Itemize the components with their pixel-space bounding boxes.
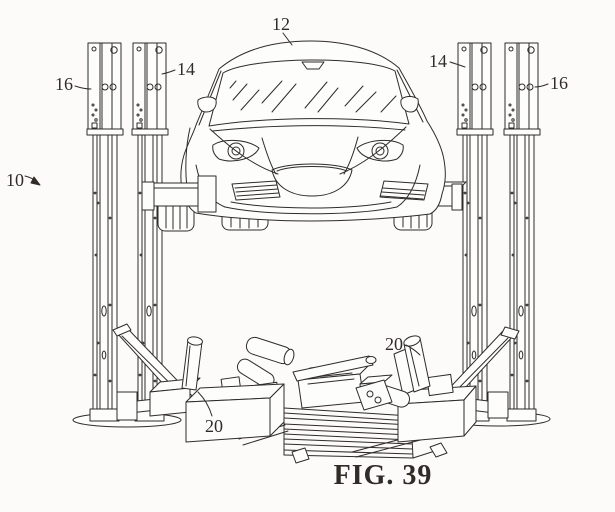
vehicle-headlight-left: [212, 140, 260, 162]
lift-arm-left: [141, 175, 217, 213]
label-column-front-left: 14: [177, 59, 195, 79]
label-column-front-right: 14: [429, 51, 447, 71]
vehicle-body: [180, 40, 446, 222]
tool-assembly-right: [355, 335, 477, 443]
vehicle-headlight-right: [356, 140, 404, 162]
leader-tool-right: [405, 344, 421, 356]
leader-column-rear-right: [534, 83, 549, 88]
vehicle-windshield: [208, 59, 410, 127]
label-column-rear-left: 16: [55, 74, 73, 94]
leader-column-front-left: [161, 69, 176, 75]
figure-caption: FIG. 39: [334, 460, 433, 491]
label-column-rear-right: 16: [550, 73, 568, 93]
vehicle-mirror-right: [400, 96, 419, 113]
vehicle-mirror-left: [197, 96, 217, 113]
label-tool-right: 20: [385, 334, 403, 354]
tool-assembly-left: [149, 336, 295, 443]
leader-column-front-right: [449, 61, 466, 68]
arrowhead-lift-system: [30, 176, 41, 186]
label-tool-left: 20: [205, 416, 223, 436]
label-lift-system: 10: [6, 170, 24, 190]
leader-column-rear-left: [74, 85, 92, 90]
label-vehicle: 12: [272, 14, 290, 34]
leader-tool-left: [197, 391, 213, 417]
leader-lines: [24, 32, 549, 417]
vehicle-nose: [271, 163, 353, 197]
leader-vehicle: [282, 32, 293, 46]
